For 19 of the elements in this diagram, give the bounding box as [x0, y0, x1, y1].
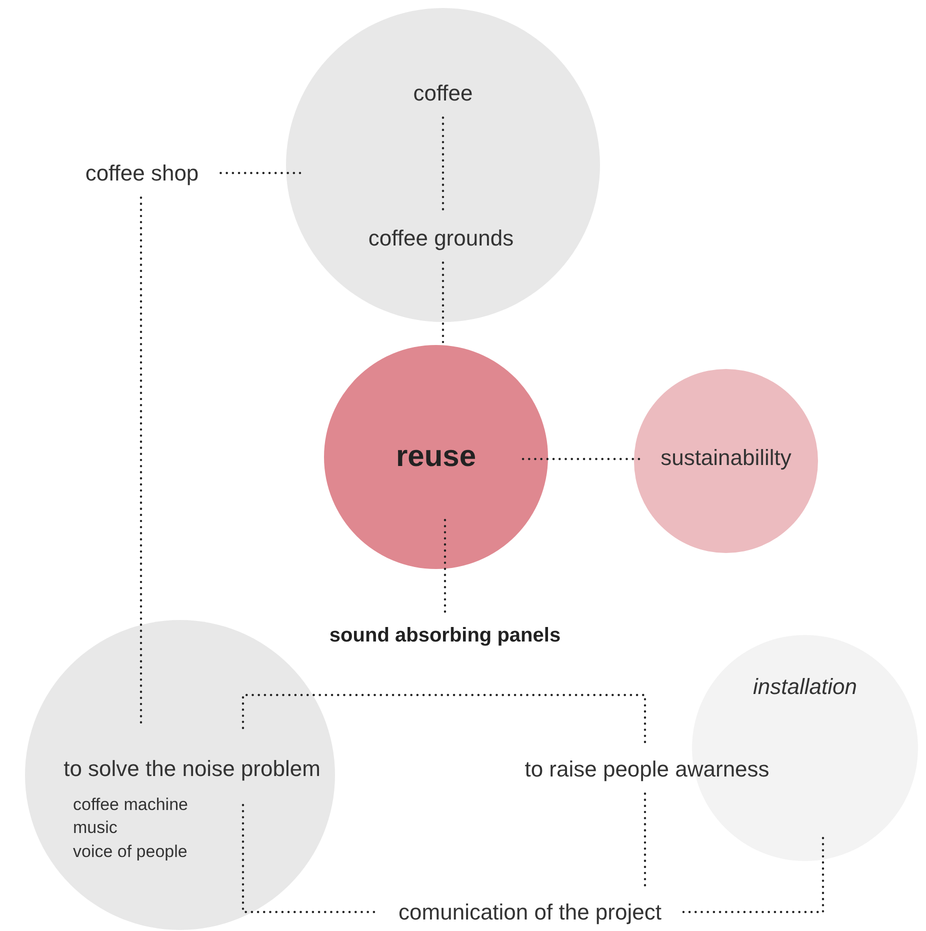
topic-label: sound absorbing panels [329, 624, 561, 648]
list-item: music [73, 818, 118, 838]
topic-label: comunication of the project [398, 899, 662, 925]
list-item: voice of people [73, 842, 188, 862]
dotted-connector [644, 792, 646, 888]
circle-label: sustainabililty [660, 445, 792, 471]
circle-label: to solve the noise problem [64, 756, 320, 782]
topic-label: coffee grounds [368, 225, 514, 251]
dotted-connector [242, 804, 378, 914]
dotted-connector [242, 694, 646, 746]
list-item: coffee machine [73, 795, 188, 815]
circle-label: reuse [396, 440, 476, 474]
dotted-connector [220, 172, 302, 174]
dotted-connector [444, 518, 446, 614]
topic-label: coffee [413, 80, 473, 106]
topic-label: to raise people awarness [524, 756, 770, 782]
topic-label: coffee shop [85, 160, 199, 186]
circle-label: installation [753, 674, 857, 700]
dotted-connector [682, 836, 824, 914]
